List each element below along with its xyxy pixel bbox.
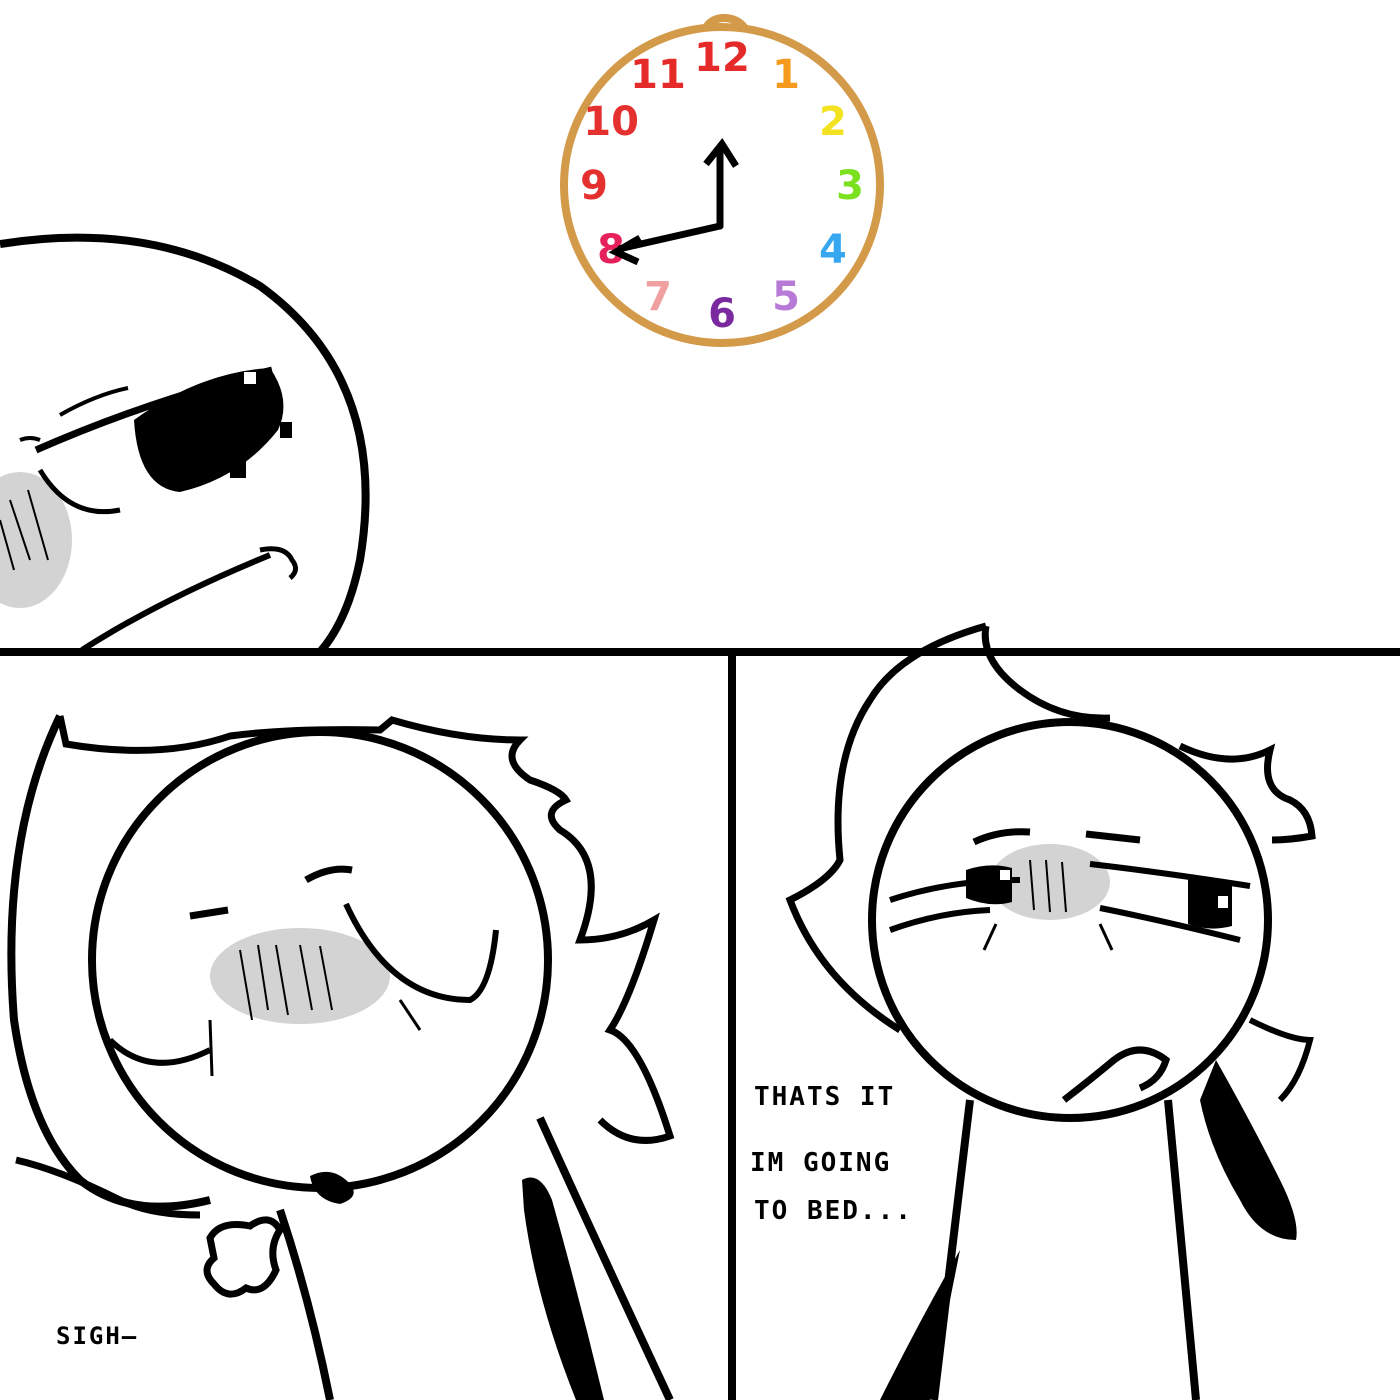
- head: [868, 718, 1272, 1122]
- clock-numeral: 10: [583, 99, 639, 145]
- clock-numeral: 11: [630, 52, 686, 98]
- clock-numeral: 4: [819, 227, 847, 273]
- clock-numeral: 3: [836, 163, 864, 209]
- character-sighing: [7, 714, 675, 1400]
- character-peeking: [0, 233, 370, 655]
- blush: [990, 844, 1110, 920]
- body-shadow: [880, 1250, 960, 1400]
- clock-numeral: 2: [819, 99, 847, 145]
- blush: [0, 472, 72, 608]
- mouth: [1061, 1046, 1171, 1103]
- arm-shadow: [522, 1177, 604, 1400]
- clock-numeral: 6: [708, 291, 736, 337]
- clock-numeral: 12: [694, 35, 750, 81]
- eye-right: [1188, 878, 1232, 929]
- clock-numeral: 7: [644, 274, 672, 320]
- clock-numeral: 9: [580, 163, 608, 209]
- speech-line-2: IM GOING: [750, 1148, 892, 1178]
- speech-line-1: THATS IT: [754, 1082, 896, 1112]
- panel-borders: [0, 648, 1400, 1400]
- speech-line-3: TO BED...: [754, 1196, 913, 1226]
- mouth: [310, 1171, 354, 1204]
- character-tired: [785, 622, 1316, 1400]
- clock-numeral: 1: [772, 52, 800, 98]
- clock-numeral: 5: [772, 274, 800, 320]
- blush: [210, 928, 390, 1024]
- sigh-sound-effect: SIGH—: [56, 1322, 139, 1350]
- arm-shadow: [1200, 1060, 1297, 1240]
- eye: [134, 368, 284, 492]
- clock-hands: [617, 146, 724, 253]
- sigh-puff: [203, 1216, 285, 1298]
